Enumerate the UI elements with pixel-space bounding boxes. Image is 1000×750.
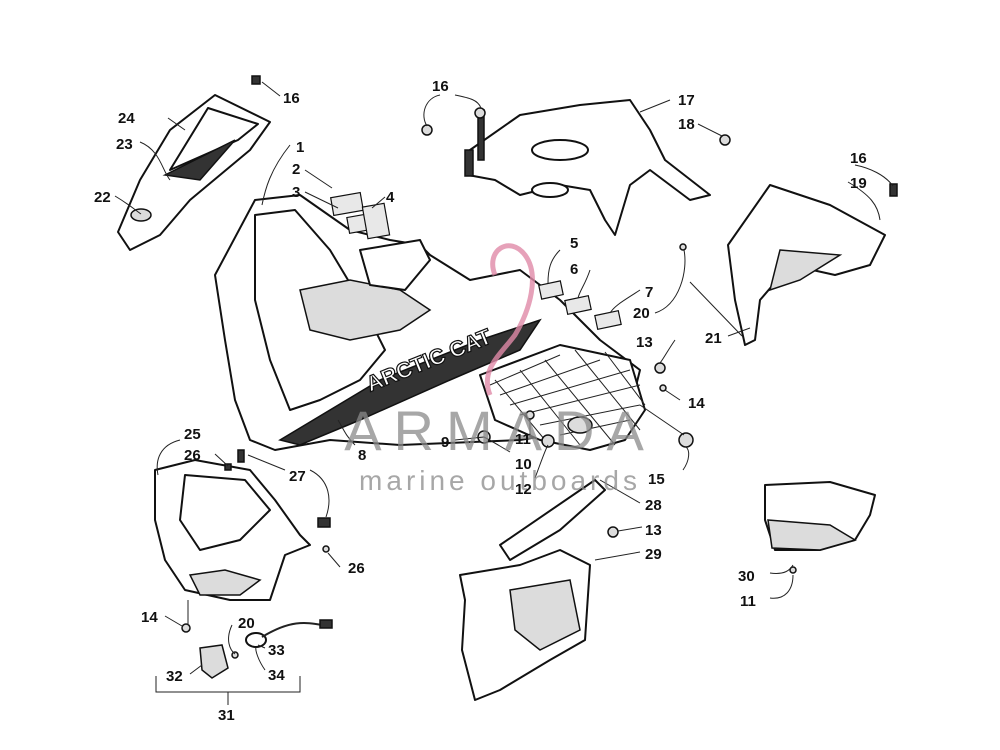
callout-9: 9 xyxy=(441,434,449,451)
callout-30: 30 xyxy=(738,568,755,585)
callout-11b: 11 xyxy=(740,593,756,610)
callout-13b: 13 xyxy=(645,522,662,539)
callout-26b: 26 xyxy=(348,560,365,577)
rear-fender-piece xyxy=(464,99,711,236)
callout-34: 34 xyxy=(268,667,285,684)
skid-plate-upper xyxy=(499,479,606,561)
callout-20b: 20 xyxy=(238,615,255,632)
headlight-cover xyxy=(117,75,271,251)
callout-16a: 16 xyxy=(283,90,300,107)
callout-14a: 14 xyxy=(688,395,705,412)
watermark: ARMADA marine outboards xyxy=(344,243,656,496)
callout-32: 32 xyxy=(166,668,183,685)
callout-24: 24 xyxy=(118,110,135,127)
leader-lines xyxy=(114,81,894,705)
callout-25: 25 xyxy=(184,426,201,443)
callout-19: 19 xyxy=(850,175,867,192)
callout-27: 27 xyxy=(289,468,306,485)
watermark-logo xyxy=(484,243,535,396)
callout-10: 10 xyxy=(515,456,532,473)
callout-22: 22 xyxy=(94,189,111,206)
skid-plate-lower xyxy=(459,549,591,701)
callout-16c: 16 xyxy=(850,150,867,167)
callout-8: 8 xyxy=(358,447,366,464)
front-grille xyxy=(479,344,646,451)
callout-6: 6 xyxy=(570,261,578,278)
callout-7: 7 xyxy=(645,284,653,301)
watermark-title: ARMADA xyxy=(344,399,656,462)
callout-28: 28 xyxy=(645,497,662,514)
callout-12: 12 xyxy=(515,481,532,498)
callout-5: 5 xyxy=(570,235,578,252)
lower-front-panel xyxy=(154,459,311,601)
callout-16b: 16 xyxy=(432,78,449,95)
callout-33: 33 xyxy=(268,642,285,659)
callout-2: 2 xyxy=(292,161,300,178)
callout-4: 4 xyxy=(386,189,395,206)
light-assembly xyxy=(199,619,333,679)
callout-11a: 11 xyxy=(515,431,531,448)
callout-21: 21 xyxy=(705,330,722,347)
callout-26a: 26 xyxy=(184,447,201,464)
callout-23: 23 xyxy=(116,136,133,153)
callout-1: 1 xyxy=(296,139,304,156)
callout-18: 18 xyxy=(678,116,695,133)
callout-13a: 13 xyxy=(636,334,653,351)
callout-15: 15 xyxy=(648,471,665,488)
hardware-fasteners xyxy=(181,107,797,659)
decals xyxy=(329,191,622,331)
callout-31: 31 xyxy=(218,707,235,724)
callout-20a: 20 xyxy=(633,305,650,322)
callout-29: 29 xyxy=(645,546,662,563)
callout-3: 3 xyxy=(292,184,300,201)
watermark-subtitle: marine outboards xyxy=(359,465,641,496)
callout-14b: 14 xyxy=(141,609,158,626)
side-panel xyxy=(727,183,898,346)
seat-panel xyxy=(764,481,876,551)
callout-numbers: 1 2 3 4 5 6 7 8 9 10 11 11 12 13 13 14 1… xyxy=(94,78,867,724)
callout-17: 17 xyxy=(678,92,695,109)
